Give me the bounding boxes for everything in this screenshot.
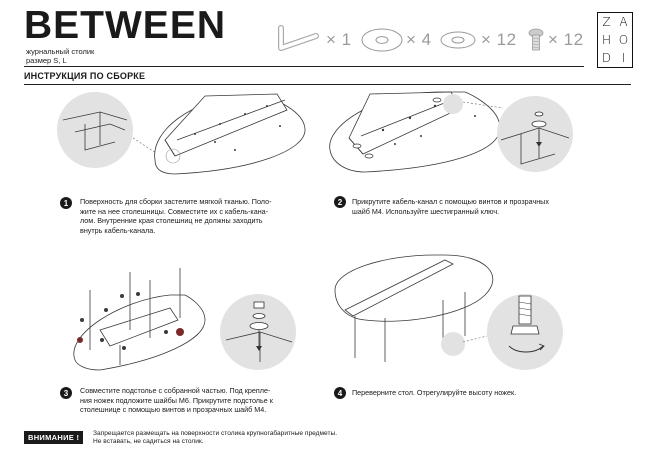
warning-line: Не вставать, не садиться на столик.	[93, 438, 204, 446]
step-1-line: Поверхность для сборки застелите мягкой …	[80, 197, 272, 206]
step-2-text: Прикрутите кабель-канал с помощью винтов…	[352, 197, 612, 216]
step3-illustration	[73, 268, 296, 371]
small-washer-icon	[440, 31, 476, 49]
step-3-text: Совместите подстолье с собранной частью.…	[80, 386, 320, 415]
step-3-line: Совместите подстолье с собранной частью.…	[80, 386, 271, 395]
warning-text: Запрещается размещать на поверхности сто…	[93, 430, 337, 446]
step-2-number: 2	[334, 196, 346, 208]
step-1-text: Поверхность для сборки застелите мягкой …	[80, 197, 320, 235]
product-type: журнальный столик	[26, 47, 95, 56]
screw-icon	[528, 28, 544, 51]
logo-letter: D	[601, 51, 612, 65]
product-sizes: размер S, L	[26, 56, 67, 65]
logo-letter: A	[619, 15, 628, 29]
header-divider	[24, 66, 584, 67]
large-washer-icon	[361, 28, 403, 52]
product-subtitle: журнальный столик размер S, L	[26, 47, 94, 65]
logo-letter: Z	[602, 15, 611, 29]
step1-illustration	[57, 92, 306, 175]
logo-letter: I	[621, 51, 626, 65]
zahodi-logo: Z A H O D I	[597, 12, 633, 68]
step-1-line: внутрь кабель-канала.	[80, 225, 156, 235]
step-4-line: Переверните стол. Отрегулируйте высоту н…	[352, 388, 517, 397]
step2-illustration	[329, 91, 573, 173]
hex-key-icon	[278, 25, 319, 51]
hex-key-qty: × 1	[326, 30, 352, 49]
section-title: ИНСТРУКЦИЯ ПО СБОРКЕ	[24, 71, 146, 81]
step-2-line: Прикрутите кабель-канал с помощью винтов…	[352, 197, 549, 206]
step-3-line: столешнице с помощью винтов и прозрачных…	[80, 405, 267, 415]
step-1-number: 1	[60, 197, 72, 209]
step-4-number: 4	[334, 387, 346, 399]
brand-title: BETWEEN	[24, 4, 226, 47]
logo-letter: H	[601, 33, 612, 47]
screw-qty: × 12	[548, 30, 584, 49]
logo-letter: O	[618, 33, 629, 47]
small-washer-qty: × 12	[481, 30, 517, 49]
step-1-line: лом. Внутренние края столешниц не должны…	[80, 216, 263, 226]
section-divider	[24, 84, 631, 85]
large-washer-qty: × 4	[406, 30, 432, 49]
warning-line: Запрещается размещать на поверхности сто…	[93, 430, 338, 437]
step-3-line: ния ножек подложите шайбы М6. Прикрутите…	[80, 395, 273, 405]
step4-illustration	[334, 254, 563, 370]
warning-badge: ВНИМАНИЕ !	[24, 431, 84, 444]
step-2-line: шайб М4. Используйте шестигранный ключ.	[352, 206, 500, 216]
step-1-line: жите на нее столешницы. Совместите их с …	[80, 206, 269, 216]
step-3-number: 3	[60, 387, 72, 399]
step-4-text: Переверните стол. Отрегулируйте высоту н…	[352, 388, 612, 398]
